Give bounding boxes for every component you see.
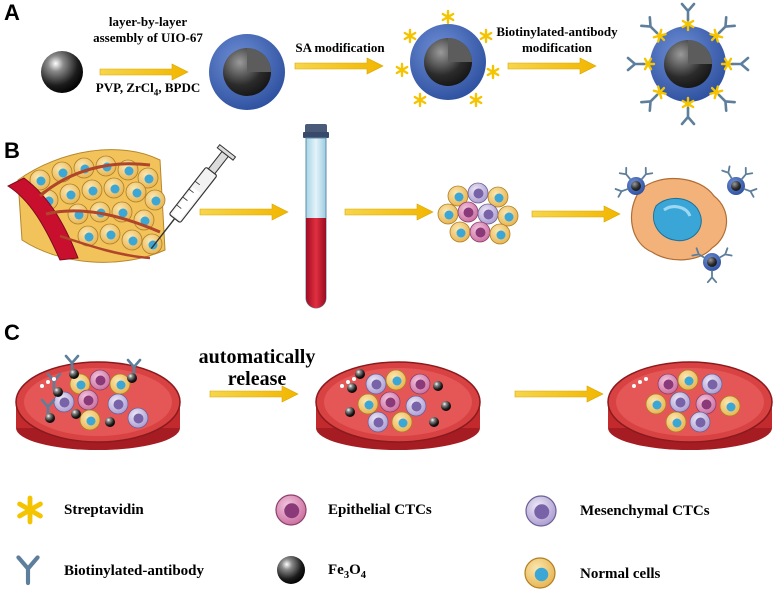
- fe3o4-core-particle: [41, 51, 83, 93]
- antibody-icon: [18, 557, 37, 583]
- legend-normal-label: Normal cells: [580, 566, 661, 582]
- antibody-modified-particle: [626, 2, 750, 126]
- panel-c-graphics: [15, 354, 773, 450]
- epithelial-ctc-icon: [275, 494, 307, 526]
- legend-fe3o4-label: Fe3O4: [328, 562, 366, 581]
- fe3o4-icon: [277, 556, 305, 584]
- arrow-c2: [514, 385, 604, 403]
- tumor-tissue: [6, 149, 166, 263]
- arrow-b3: [531, 205, 621, 223]
- auto-release-label-line1: automatically: [198, 346, 316, 368]
- panel-label-b: B: [4, 138, 20, 163]
- petri-dish-2: [315, 361, 481, 450]
- legend-epithelial-label: Epithelial CTCs: [328, 502, 432, 518]
- streptavidin-icon-large: [20, 498, 41, 522]
- step1-reagents: PVP, ZrCl4, BPDC: [95, 80, 201, 98]
- legend-graphics: [18, 494, 557, 589]
- step3-label-line2: modification: [521, 40, 593, 55]
- arrow-a1: [99, 63, 189, 81]
- panel-label-a: A: [4, 0, 20, 25]
- normal-cell-icon: [524, 557, 556, 589]
- petri-dish-3: [607, 361, 773, 450]
- legend-streptavidin-label: Streptavidin: [64, 502, 144, 518]
- mesenchymal-ctc-icon: [525, 495, 557, 527]
- step3-label-line1: Biotinylated-antibody: [496, 24, 618, 39]
- legend-mesenchymal-label: Mesenchymal CTCs: [580, 503, 710, 519]
- step2-label: SA modification: [295, 40, 385, 55]
- arrow-a2: [294, 57, 384, 75]
- panel-label-c: C: [4, 320, 20, 345]
- step1-label-line1: layer-by-layer: [108, 14, 188, 29]
- captured-cell-mixture: [437, 182, 519, 245]
- sa-modified-particle: [395, 9, 500, 108]
- syringe: [150, 143, 237, 249]
- arrow-a3: [507, 57, 597, 75]
- step1-label-line2: assembly of UIO-67: [93, 30, 203, 45]
- arrow-b2: [344, 203, 434, 221]
- uio67-coated-particle: [209, 34, 285, 110]
- panel-a-graphics: [41, 2, 750, 126]
- arrow-b1: [199, 203, 289, 221]
- panel-b-graphics: [6, 124, 758, 309]
- auto-release-label-line2: release: [227, 368, 287, 390]
- ctc-bound-to-nanoparticles: [614, 165, 758, 284]
- petri-dish-1: [15, 354, 181, 450]
- legend-antibody-label: Biotinylated-antibody: [64, 563, 205, 579]
- blood-collection-tube: [303, 124, 329, 309]
